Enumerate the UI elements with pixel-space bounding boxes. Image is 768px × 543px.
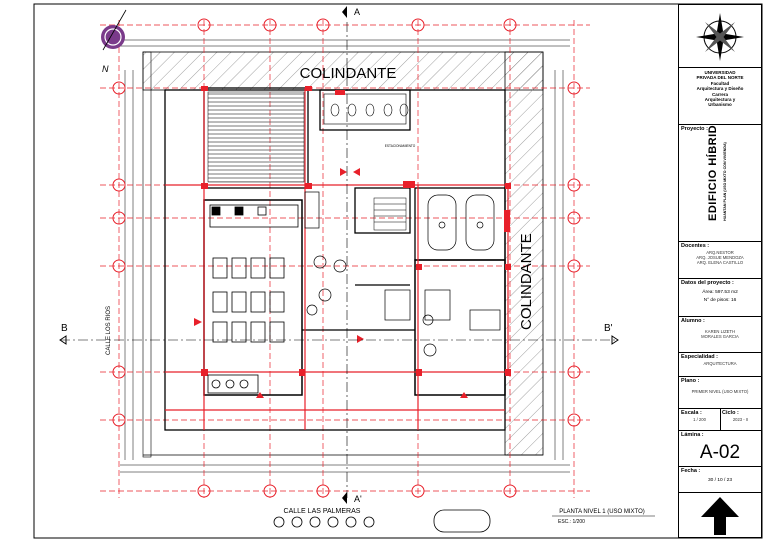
docente-name: ARQ.NESTOR xyxy=(706,250,734,255)
university-line: Carrera xyxy=(711,91,728,97)
project-label: Proyecto : xyxy=(681,126,708,132)
dimension-lines xyxy=(120,39,570,473)
project-subtitle: HUANTAN PLAN (USO MIXTO CON VIVIENDA) xyxy=(723,142,727,221)
escala-value: 1 / 200 xyxy=(693,417,706,422)
ciclo-label: Ciclo : xyxy=(722,410,739,416)
project-name: EDIFICIO HÍBRIDO xyxy=(707,125,719,221)
fecha-value: 30 / 10 / 23 xyxy=(707,478,732,483)
section-b-left-label: B xyxy=(61,323,68,334)
ciclo-box: Ciclo : 2023 - II xyxy=(720,409,761,430)
section-a-arrow xyxy=(342,6,347,18)
section-lines xyxy=(60,22,618,498)
door-marker xyxy=(335,90,345,95)
title-block: UNIVERSIDAD PRIVADA DEL NORTE Facultad A… xyxy=(678,4,762,538)
project-data-cell: Datos del proyecto : Área: 597.53 m2 N° … xyxy=(679,279,761,317)
university-cell: UNIVERSIDAD PRIVADA DEL NORTE Facultad A… xyxy=(679,68,761,125)
axis-markers xyxy=(112,18,581,498)
north-compass xyxy=(101,9,127,51)
university-line: UNIVERSIDAD xyxy=(704,70,736,75)
dining-tables xyxy=(207,204,299,394)
area-value: Área: 597.53 m2 xyxy=(702,290,738,295)
project-cell: Proyecto : EDIFICIO HÍBRIDO HUANTAN PLAN… xyxy=(679,125,761,242)
compass-rose-cell xyxy=(679,5,761,68)
colindante-right-label: COLINDANTE xyxy=(518,233,535,330)
stair xyxy=(373,197,407,231)
access-arrows xyxy=(194,168,468,398)
plano-value: PRIMER NIVEL (USO MIXTO) xyxy=(691,389,749,394)
plano-cell: Plano : PRIMER NIVEL (USO MIXTO) xyxy=(679,377,761,409)
plano-label: Plano : xyxy=(681,378,700,384)
escala-ciclo-cell: Escala : 1 / 200 Ciclo : 2023 - II xyxy=(679,409,761,431)
parking-ramp xyxy=(207,91,305,183)
north-arrow-cell xyxy=(679,493,761,537)
docentes-label: Docentes : xyxy=(681,243,710,249)
university-line: PRIVADA DEL NORTE xyxy=(696,75,744,81)
plan-scale: ESC.: 1/200 xyxy=(558,519,585,525)
alumno-name: MORALES GARCIA xyxy=(701,334,739,339)
section-b-right-label: B' xyxy=(604,323,613,334)
lamina-cell: Lámina : A-02 xyxy=(679,431,761,467)
garage-cars xyxy=(427,194,495,251)
university-line: Arquitectura y Diseño xyxy=(696,86,744,92)
alumno-cell: Alumno : KAREN LIZETH MORALES GARCIA xyxy=(679,317,761,353)
docente-name: ARQ. JOSUE MENDOZA xyxy=(696,255,744,260)
street-bottom-label: CALLE LAS PALMERAS xyxy=(284,508,361,515)
plan-title: PLANTA NIVEL 1 (USO MIXTO) xyxy=(559,509,645,515)
door-marker xyxy=(504,210,510,232)
colindante-top-label: COLINDANTE xyxy=(300,65,397,82)
fecha-label: Fecha : xyxy=(681,468,701,474)
estacionamiento-label: ESTACIONAMIENTO xyxy=(385,144,416,148)
lamina-label: Lámina : xyxy=(681,432,704,438)
alumno-label: Alumno : xyxy=(681,318,705,324)
pisos-value: N° de pisos: 16 xyxy=(703,298,737,303)
compass-rose-icon xyxy=(696,13,744,61)
university-line: Arquitectura y xyxy=(704,97,736,103)
lamina-value: A-02 xyxy=(699,442,741,463)
university-line: Facultad xyxy=(710,80,730,86)
escala-box: Escala : 1 / 200 xyxy=(679,409,721,430)
especialidad-value: ARQUITECTURA xyxy=(703,361,737,366)
docentes-cell: Docentes : ARQ.NESTOR ARQ. JOSUE MENDOZA… xyxy=(679,242,761,279)
section-b-arrow xyxy=(59,335,67,345)
escala-label: Escala : xyxy=(681,410,702,416)
fecha-cell: Fecha : 30 / 10 / 23 xyxy=(679,467,761,493)
street-left-label: CALLE LOS RIOS xyxy=(106,306,112,355)
section-a-top-label: A xyxy=(354,7,360,17)
car-symbol xyxy=(433,509,491,533)
toilet-fixtures xyxy=(323,93,409,125)
tree-symbols xyxy=(273,516,375,528)
datos-label: Datos del proyecto : xyxy=(681,280,734,286)
north-label: N xyxy=(102,64,109,74)
colindante-hatch xyxy=(142,51,544,458)
section-a-bottom-label: A' xyxy=(354,494,362,504)
section-a-arrow-bottom xyxy=(342,492,347,504)
structural-beams xyxy=(165,88,509,430)
especialidad-cell: Especialidad : ARQUITECTURA xyxy=(679,353,761,377)
especialidad-label: Especialidad : xyxy=(681,354,718,360)
north-arrow-icon xyxy=(701,497,739,535)
section-b-arrow-right xyxy=(611,335,619,345)
alumno-name: KAREN LIZETH xyxy=(704,329,736,334)
sheet-border xyxy=(33,3,763,539)
lobby-furniture xyxy=(304,191,501,357)
docente-name: ARQ. ELENA CASTILLO xyxy=(696,260,744,265)
university-line: Urbanismo xyxy=(708,102,732,108)
ciclo-value: 2023 - II xyxy=(732,417,749,422)
